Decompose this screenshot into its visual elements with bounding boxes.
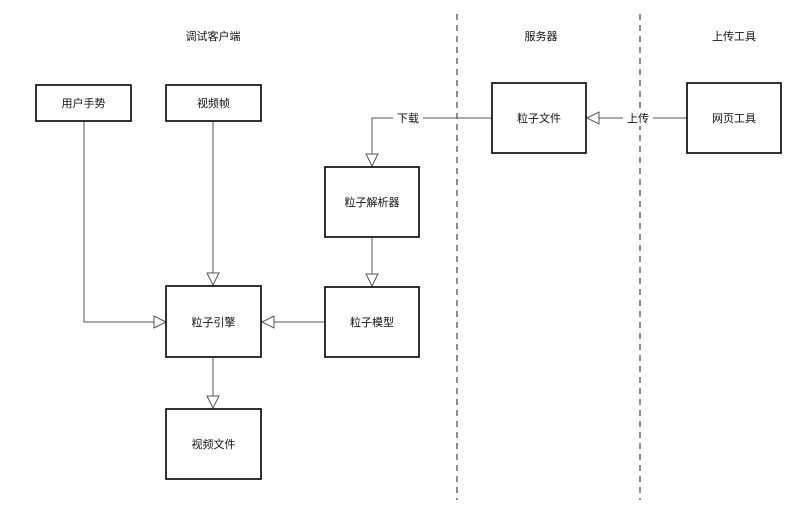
node-label-video-file: 视频文件 bbox=[192, 437, 236, 451]
node-label-particle-model: 粒子模型 bbox=[350, 315, 394, 329]
arrowhead-webtool-to-file bbox=[585, 111, 600, 125]
edge-label-upload: 上传 bbox=[627, 112, 649, 125]
arrowhead-engine-to-video bbox=[206, 395, 220, 410]
arrowhead-parser-to-model bbox=[365, 273, 379, 288]
node-web-tool: 网页工具 bbox=[686, 82, 782, 154]
node-video-file: 视频文件 bbox=[165, 408, 262, 480]
edge-file-to-parser bbox=[371, 117, 492, 154]
arrowhead-frame-to-engine bbox=[206, 272, 220, 287]
node-label-particle-engine: 粒子引擎 bbox=[192, 315, 236, 329]
arrowhead-file-to-parser bbox=[365, 153, 379, 168]
node-label-web-tool: 网页工具 bbox=[712, 112, 756, 125]
edge-label-bg-upload bbox=[623, 110, 653, 126]
edge-label-bg-download bbox=[393, 110, 423, 126]
node-user-gesture: 用户手势 bbox=[35, 84, 132, 122]
node-particle-parser: 粒子解析器 bbox=[324, 166, 420, 238]
node-video-frame: 视频帧 bbox=[165, 84, 262, 122]
lane-title-server: 服务器 bbox=[525, 30, 558, 43]
node-label-video-frame: 视频帧 bbox=[197, 96, 230, 110]
node-label-user-gesture: 用户手势 bbox=[62, 96, 106, 110]
lane-title-upload-tool: 上传工具 bbox=[712, 30, 756, 43]
arrowhead-model-to-engine bbox=[260, 315, 275, 329]
node-label-particle-file: 粒子文件 bbox=[517, 111, 561, 125]
edge-label-download: 下载 bbox=[397, 112, 419, 125]
arrowhead-gesture-to-engine bbox=[153, 315, 168, 329]
edge-gesture-to-engine bbox=[83, 121, 154, 323]
node-label-particle-parser: 粒子解析器 bbox=[345, 195, 400, 209]
node-particle-model: 粒子模型 bbox=[324, 286, 420, 358]
node-particle-file: 粒子文件 bbox=[491, 82, 587, 154]
node-particle-engine: 粒子引擎 bbox=[165, 285, 262, 358]
lane-title-client: 调试客户端 bbox=[186, 29, 241, 43]
